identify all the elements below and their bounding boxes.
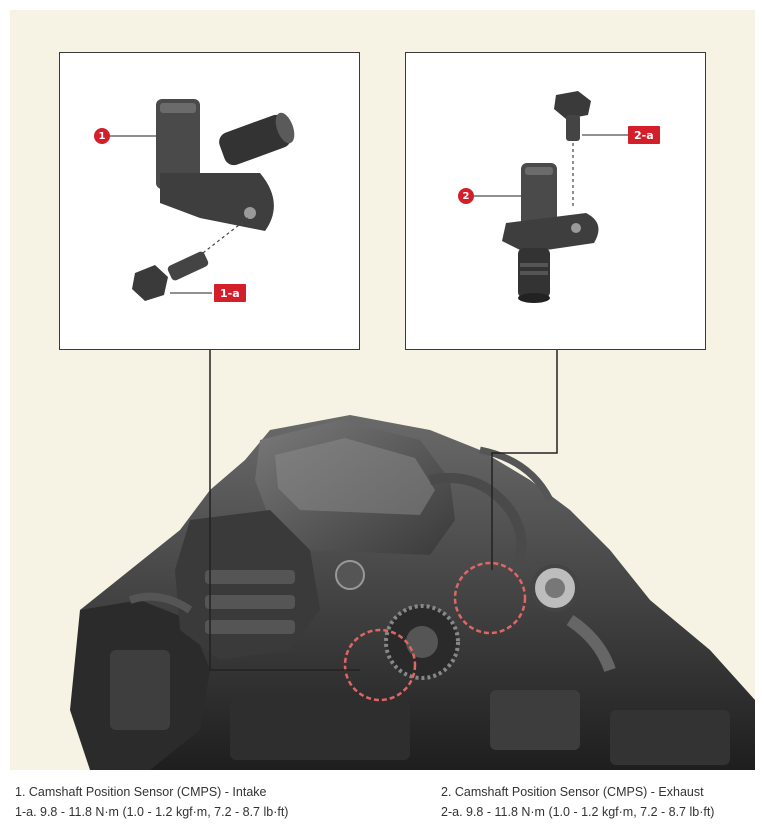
legend-item-1a: 1-a. 9.8 - 11.8 N·m (1.0 - 1.2 kgf·m, 7.… <box>15 805 289 819</box>
intake-sensor-panel: 1 1-a <box>59 52 360 350</box>
callout-exhaust-sensor: 2 <box>458 188 474 204</box>
intake-sensor-drawing <box>110 99 295 301</box>
exhaust-sensor-panel: 2 2-a <box>405 52 706 350</box>
exhaust-sensor-drawing <box>474 91 628 303</box>
engine-illustration: 1 1-a 2 2-a <box>10 10 755 770</box>
callout-exhaust-bolt: 2-a <box>628 126 660 144</box>
legend-item-2: 2. Camshaft Position Sensor (CMPS) - Exh… <box>441 785 704 799</box>
callout-intake-bolt: 1-a <box>214 284 246 302</box>
legend-item-2a: 2-a. 9.8 - 11.8 N·m (1.0 - 1.2 kgf·m, 7.… <box>441 805 715 819</box>
callout-intake-sensor: 1 <box>94 128 110 144</box>
engine-drawing <box>70 350 755 770</box>
legend-item-1: 1. Camshaft Position Sensor (CMPS) - Int… <box>15 785 267 799</box>
